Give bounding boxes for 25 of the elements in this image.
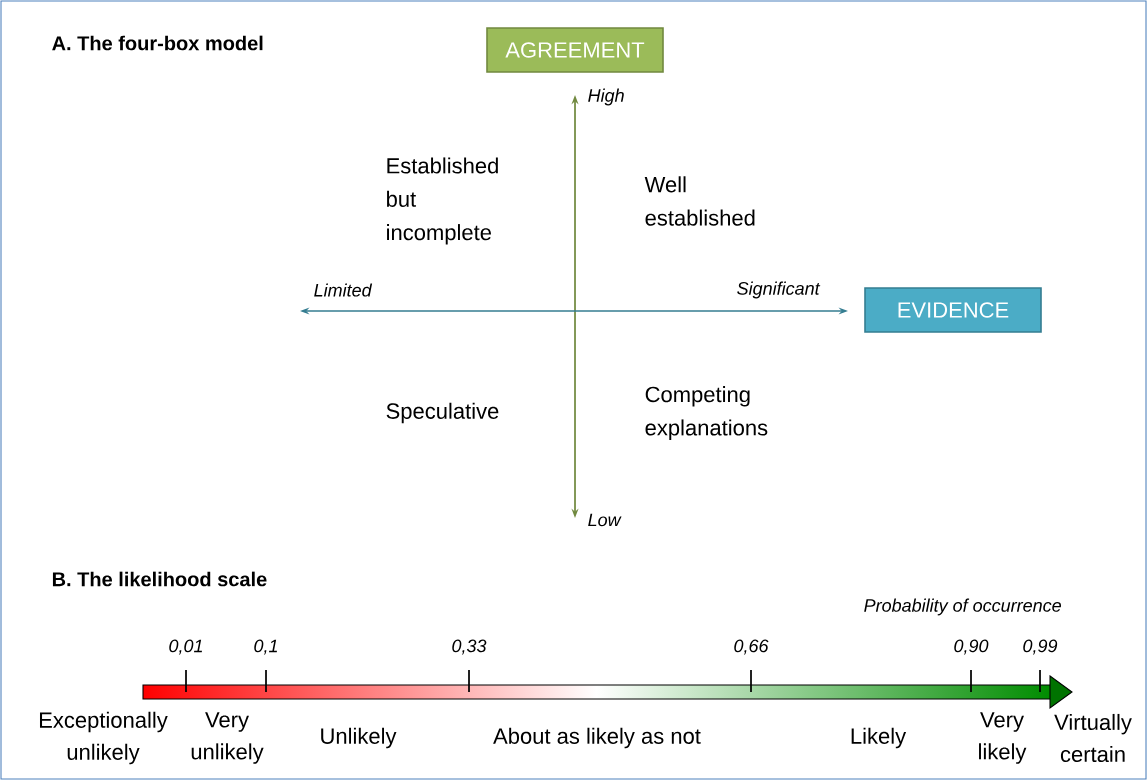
axis-end-label: Significant [737,281,821,299]
axis-end-label: Low [588,513,622,527]
scale-category: Unlikely [321,727,397,749]
scale-category: About as likely as not [493,727,701,749]
tick-value: 0,90 [954,639,989,655]
quadrant-label: Established but incomplete [387,157,498,245]
quadrant-label: Well established [644,176,755,226]
tick-value: 0,1 [254,639,277,655]
tick-value: 0,01 [169,639,202,655]
scale-title: Probability of occurrence [864,598,1061,616]
axis-end-label: Limited [314,283,373,297]
scale-category: Likely [851,727,907,749]
tick-value: 0,99 [1023,639,1058,655]
tick-value: 0,33 [452,639,487,655]
scale-category: Virtually certain [1054,713,1132,763]
quadrant-label: Speculative [386,402,499,424]
heading-box: AGREEMENT [486,27,664,73]
scale-category: Exceptionally unlikely [40,711,168,765]
quadrant-label: Competing explanations [645,386,768,440]
section-heading: B. The likelihood scale [52,571,267,587]
tick-value: 0,66 [734,639,769,655]
scale-category: Very likely [979,712,1027,764]
scale-category: Very unlikely [191,712,264,764]
heading-box: EVIDENCE [864,287,1042,333]
section-heading: A. The four-box model [52,35,263,51]
